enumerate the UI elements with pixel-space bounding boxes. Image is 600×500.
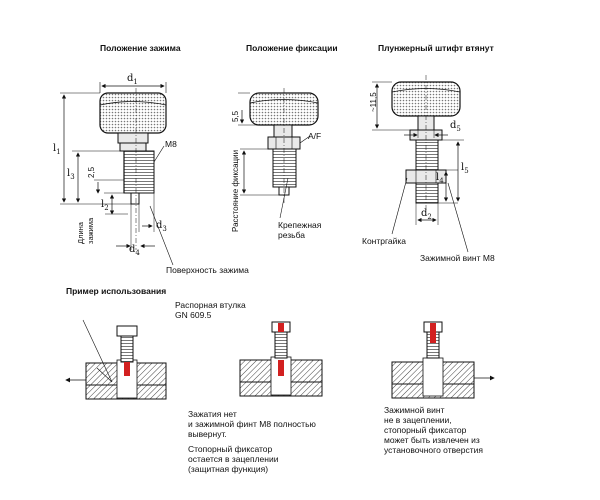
title-retracted: Плунжерный штифт втянут (378, 43, 494, 53)
usage-example-1 (65, 319, 167, 400)
dim-d5: d5 (450, 120, 461, 133)
title-clamp-position: Положение зажима (100, 43, 181, 53)
label-clamp-length: Длина зажима (76, 217, 95, 244)
dim-5-5: 5,5 (231, 110, 240, 122)
usage-example-3 (391, 321, 495, 399)
dim-d3: d3 (156, 220, 167, 233)
figure-lock-position (238, 88, 319, 219)
label-clamp-screw: Зажимной винт M8 (420, 253, 495, 263)
label-lock-distance: Расстояние фиксации (231, 149, 240, 232)
usage-example-2 (239, 321, 323, 397)
usage-spacer-label: Распорная втулка GN 609.5 (175, 300, 246, 320)
dim-l1: l1 (53, 143, 61, 156)
knob (99, 92, 167, 134)
usage-note-3: Зажимной винт не в зацеплении, стопорный… (384, 405, 483, 455)
dim-d2: d2 (421, 208, 432, 221)
usage-title: Пример использования (66, 286, 167, 296)
dim-d1: d1 (127, 73, 138, 86)
label-af: A/F (308, 131, 322, 141)
usage-note-2: Стопорный фиксатор остается в зацеплении… (188, 444, 279, 474)
dim-l5: l5 (461, 162, 469, 175)
figure-retracted (372, 75, 469, 253)
usage-note-1: Зажатия нет и зажимной финт M8 полностью… (188, 409, 316, 439)
label-fastening-thread: Крепежная резьба (278, 220, 322, 240)
figure-clamp-position (60, 82, 174, 266)
label-locknut: Контргайка (362, 236, 407, 246)
dim-l4: l4 (436, 172, 444, 185)
label-clamp-surface: Поверхность зажима (166, 265, 249, 275)
dim-11-5: ~11,5 (369, 92, 378, 112)
dim-l2: l2 (101, 199, 109, 212)
label-m8: M8 (165, 139, 177, 149)
dim-l3: l3 (67, 168, 75, 181)
title-lock-position: Положение фиксации (246, 43, 338, 53)
dim-2-5: 2,5 (87, 166, 96, 178)
dim-d4: d4 (129, 244, 140, 257)
